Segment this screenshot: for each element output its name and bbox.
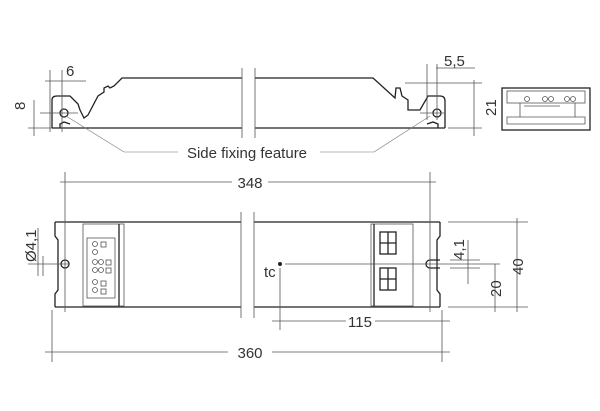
dim-right-hole-offset: 5,5 — [444, 53, 465, 70]
tc-label: tc — [264, 264, 276, 281]
dim-width: 40 — [510, 258, 527, 275]
input-connector — [82, 223, 125, 307]
end-view — [501, 87, 591, 131]
dim-slot-width: 4,1 — [451, 239, 468, 260]
output-connector — [370, 223, 414, 307]
dim-mounting-distance: 348 — [237, 175, 262, 192]
top-view: tc 348 360 115 Ø4,1 4,1 20 40 — [23, 172, 528, 362]
side-fixing-feature-label: Side fixing feature — [187, 145, 307, 162]
side-view: 6 8 5,5 21 Side fixing feature — [12, 53, 500, 162]
dim-side-hole-height: 8 — [12, 102, 29, 110]
dim-half-width: 20 — [488, 280, 505, 297]
dim-height: 21 — [483, 99, 500, 116]
tc-point — [278, 262, 282, 266]
dim-side-hole-offset: 6 — [66, 63, 74, 80]
dim-length: 360 — [237, 345, 262, 362]
dim-tc-distance: 115 — [348, 314, 372, 331]
dim-hole-diameter: Ø4,1 — [23, 229, 40, 262]
